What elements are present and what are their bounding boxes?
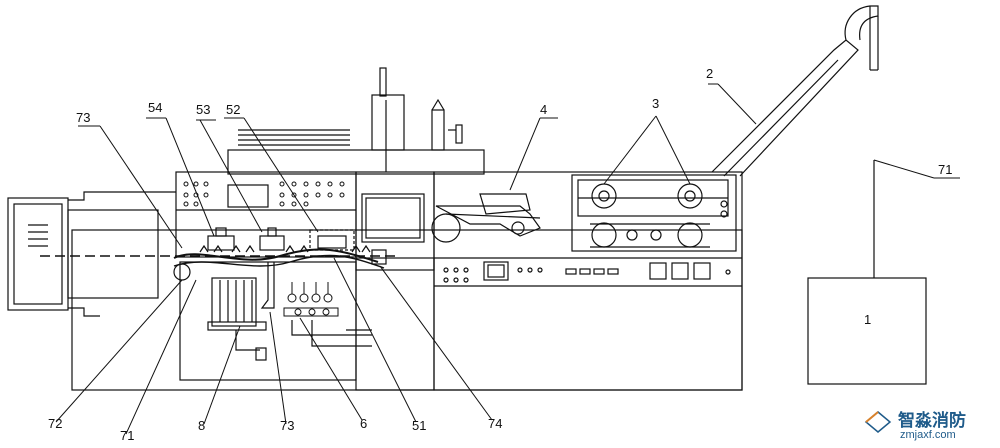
watermark-name: 智淼消防 — [898, 410, 966, 431]
label-3: 3 — [652, 96, 659, 111]
label-73-top: 73 — [76, 110, 90, 125]
motor — [7, 191, 176, 317]
watermark-url: zmjaxf.com — [900, 429, 956, 441]
label-6: 6 — [360, 416, 367, 431]
watermark: 智淼消防 zmjaxf.com — [864, 410, 966, 441]
label-2: 2 — [706, 66, 713, 81]
lower-piping — [179, 261, 372, 381]
leader-lines — [55, 83, 960, 435]
watermark-logo-icon — [864, 411, 892, 433]
label-71-right: 71 — [938, 162, 952, 177]
label-51: 51 — [412, 418, 426, 433]
label-74: 74 — [488, 416, 502, 431]
production-line — [40, 227, 400, 281]
label-71-bottom: 71 — [120, 428, 134, 443]
label-4: 4 — [540, 102, 547, 117]
label-73-bottom: 73 — [280, 418, 294, 433]
label-52: 52 — [226, 102, 240, 117]
conveyor — [711, 5, 879, 177]
labels: 73 54 53 52 4 3 2 71 1 72 71 8 73 6 51 7… — [48, 66, 952, 443]
label-72: 72 — [48, 416, 62, 431]
label-8: 8 — [198, 418, 205, 433]
feed-tank — [807, 160, 927, 385]
label-1: 1 — [864, 312, 871, 327]
main-cabinet — [71, 67, 743, 391]
cooling-section — [431, 171, 743, 391]
label-53: 53 — [196, 102, 210, 117]
label-54: 54 — [148, 100, 162, 115]
